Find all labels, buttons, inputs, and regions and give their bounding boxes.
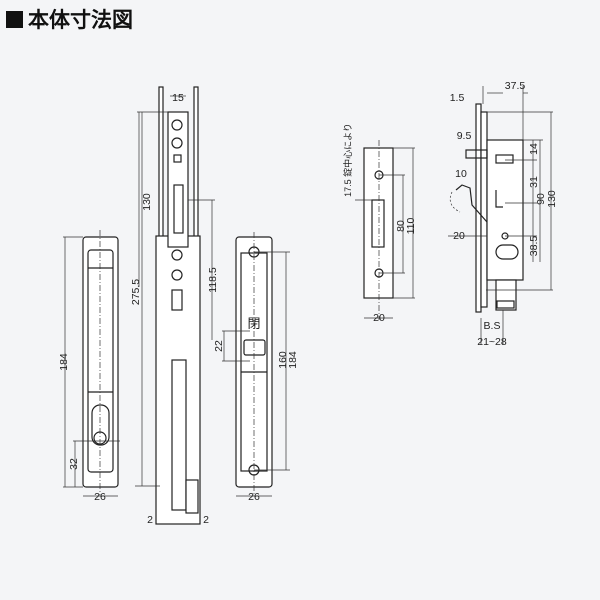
section-view [135,86,215,525]
strike-plate-view [355,140,415,320]
dim-case-width: 37.5 [505,80,526,92]
dim-key-offset: 32 [68,458,80,470]
dim-mid: 118.5 [207,267,219,293]
dim-plate-right: 2 [203,514,209,526]
dim-d8: 38.5 [528,236,540,257]
title-text: 本体寸法図 [28,8,133,32]
indicator-window [243,339,266,356]
lock-case-view [448,86,553,345]
closed-label: 閉 [247,317,260,332]
dim-d6: 130 [546,190,558,208]
dim-d4: 31 [528,176,540,188]
dim-face-height: 184 [287,351,299,369]
dim-d2: 14 [528,143,540,155]
title-square-icon [6,10,23,28]
dim-face-width: 26 [248,491,260,503]
page-title: 本体寸法図 [6,4,133,34]
dim-upper: 130 [141,193,153,211]
dim-strike-width: 20 [373,312,385,324]
dim-total: 275.5 [130,279,142,305]
dim-top-width: 15 [172,92,184,104]
dim-d5: 90 [535,193,547,205]
dim-handle-width: 26 [94,491,106,503]
dim-d1: 9.5 [457,130,472,142]
dim-face: 1.5 [450,92,465,104]
dim-d7: 20 [453,230,465,242]
dim-strike-pitch: 80 [395,220,407,232]
keyhole-icon [91,404,110,446]
dim-button: 22 [213,340,225,352]
dim-bs-range: 21~28 [477,336,507,348]
face-plate-view [222,232,290,497]
dim-handle-height: 184 [58,353,70,371]
dim-screw-pitch: 160 [277,351,289,369]
dim-plate-left: 2 [147,514,153,526]
dim-d3: 10 [455,168,467,180]
strike-note: 17.5 錠中心により [342,123,353,197]
dim-bs: B.S [484,320,501,332]
dim-strike-height: 110 [405,217,417,234]
handle-front-view [63,230,120,497]
